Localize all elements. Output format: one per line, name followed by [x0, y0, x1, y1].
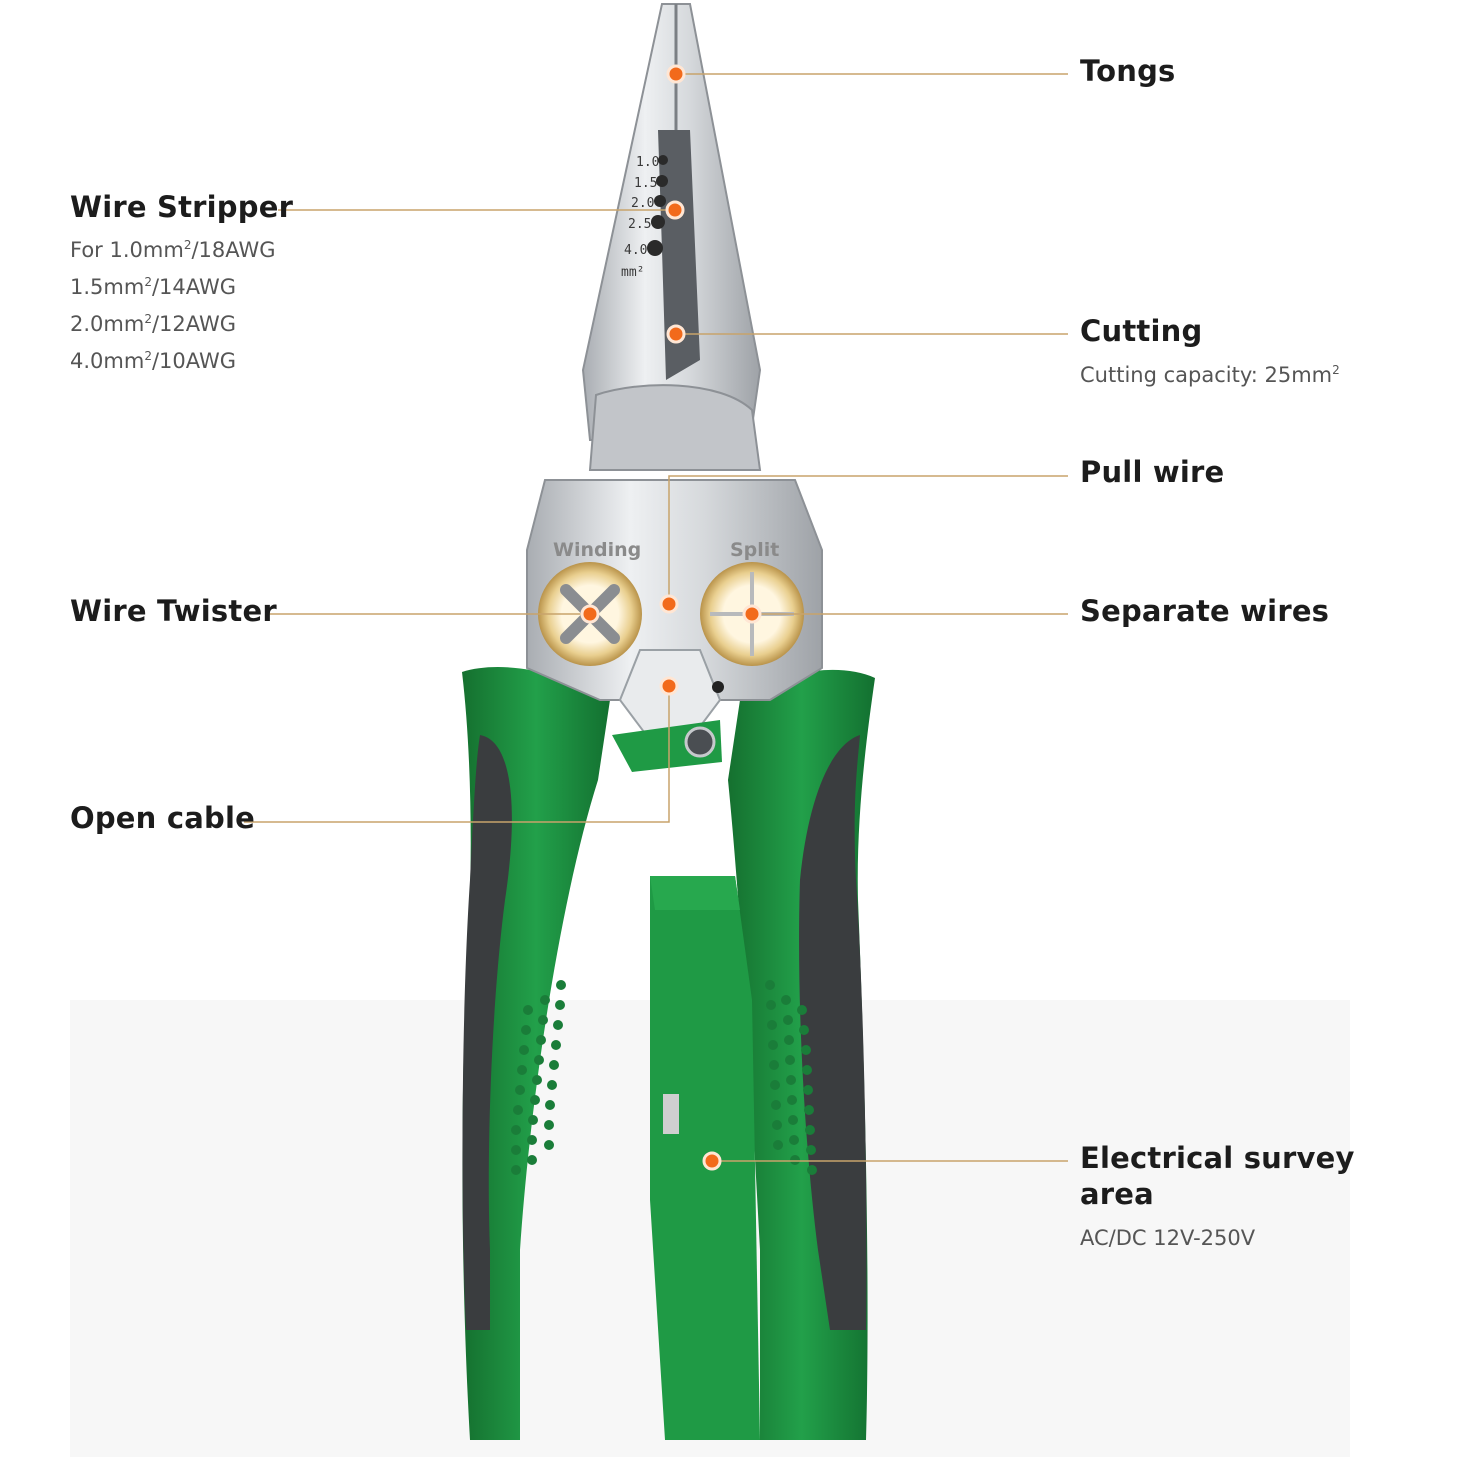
split-engraving: Split [730, 539, 779, 561]
winding-engraving: Winding [553, 539, 641, 561]
callout-open-cable-title: Open cable [70, 801, 255, 835]
gauge-mark: 4.0 [624, 243, 647, 258]
right-handle [728, 669, 875, 1440]
leader-line-pull-wire [668, 475, 1068, 604]
wire-stripper-spec-line: For 1.0mm2/18AWG [70, 238, 276, 262]
callout-pull-wire-title: Pull wire [1080, 455, 1225, 489]
marker-pull-wire [659, 594, 679, 614]
callout-electrical-survey-title-line2: area [1080, 1177, 1154, 1211]
grip-dots [511, 980, 817, 1175]
gauge-mark: 1.0 [636, 155, 659, 170]
marker-separate-wires [742, 604, 762, 624]
callout-wire-twister-title: Wire Twister [70, 594, 277, 628]
gauge-mark: 2.0 [631, 196, 654, 211]
leader-lines [244, 73, 1068, 1162]
leader-line-open-cable [244, 686, 670, 823]
left-handle [462, 667, 610, 1440]
marker-wire-stripper [665, 200, 685, 220]
gauge-scale: 1.0 1.5 2.0 2.5 4.0 mm² [621, 155, 668, 280]
callout-wire-stripper-title: Wire Stripper [70, 190, 294, 224]
callout-separate-wires-title: Separate wires [1080, 594, 1330, 628]
gauge-mark: 2.5 [628, 217, 651, 232]
wire-stripper-spec-line: 4.0mm2/10AWG [70, 349, 237, 373]
marker-wire-twister [580, 604, 600, 624]
steel-jaws [581, 3, 762, 471]
marker-open-cable [659, 676, 679, 696]
electrical-survey-caption: AC/DC 12V-250V [1080, 1226, 1256, 1250]
callout-electrical-survey-title: Electrical survey [1080, 1141, 1355, 1175]
marker-electrical-survey [702, 1151, 722, 1171]
callout-tongs-title: Tongs [1080, 54, 1176, 88]
marker-cutting [666, 324, 686, 344]
wire-stripper-spec-line: 2.0mm2/12AWG [70, 312, 237, 336]
wire-stripper-spec-line: 1.5mm2/14AWG [70, 275, 237, 299]
marker-tongs [666, 64, 686, 84]
gauge-unit: mm² [621, 265, 644, 280]
cutting-capacity-caption: Cutting capacity: 25mm2 [1080, 363, 1340, 387]
gauge-mark: 1.5 [634, 176, 657, 191]
callout-markers [580, 64, 762, 1171]
callout-cutting-title: Cutting [1080, 314, 1203, 348]
